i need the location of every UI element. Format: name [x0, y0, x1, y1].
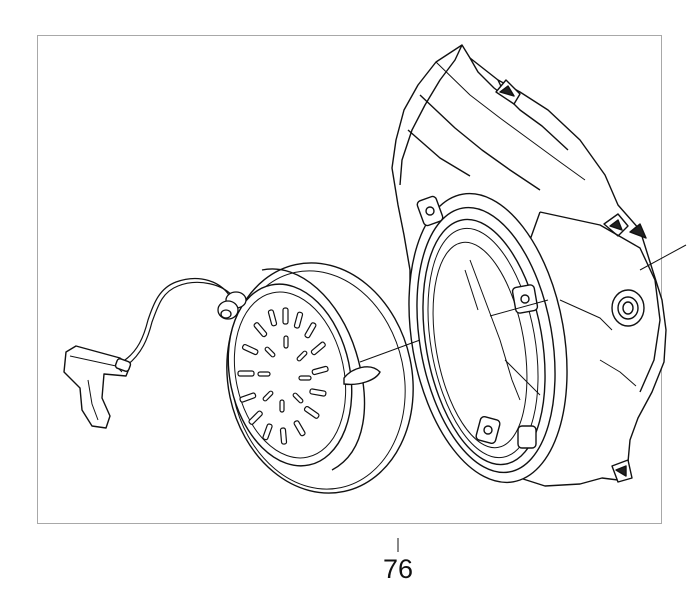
starter-rope	[121, 278, 235, 367]
diagram-frame	[37, 35, 662, 524]
rope-guide-grommet	[217, 291, 247, 320]
recoil-starter-cover	[226, 262, 421, 494]
starter-pull-handle	[63, 345, 132, 429]
callout-number: 76	[382, 554, 414, 584]
blower-housing	[391, 44, 687, 487]
